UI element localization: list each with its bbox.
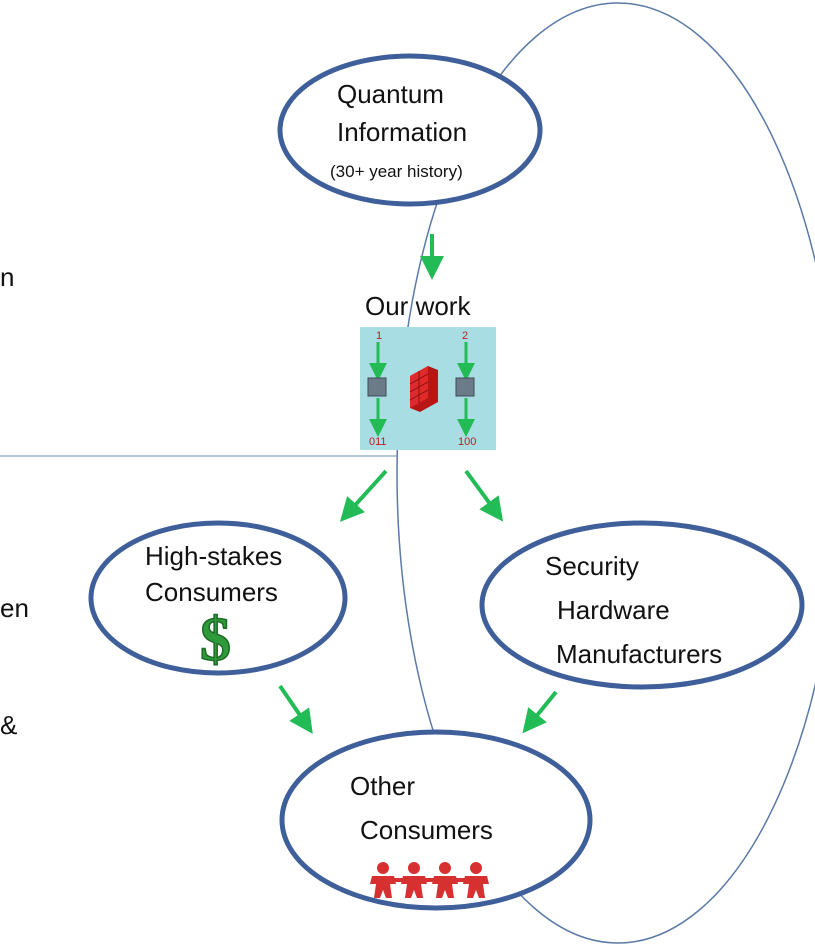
device-box-icon bbox=[367, 377, 387, 397]
people-chain-icon bbox=[370, 862, 489, 898]
high-stakes-line2: Consumers bbox=[145, 577, 278, 607]
security-line1: Security bbox=[545, 551, 639, 581]
quantum-information-node bbox=[277, 53, 543, 207]
other-line2: Consumers bbox=[360, 815, 493, 845]
quantum-subtitle: (30+ year history) bbox=[330, 162, 463, 181]
our-work-inset: 1 2 011 100 bbox=[360, 327, 496, 450]
quantum-title-line2: Information bbox=[337, 117, 468, 147]
security-hardware-node bbox=[479, 520, 805, 690]
left-fragment-2: en bbox=[0, 593, 29, 623]
dollar-glyph: $ bbox=[200, 606, 231, 674]
inset-bottom-left-number: 011 bbox=[369, 436, 387, 448]
arrow-highstakes-to-other bbox=[278, 684, 313, 734]
security-line2: Hardware bbox=[557, 595, 670, 625]
left-fragment-3: & bbox=[0, 710, 18, 740]
firewall-icon bbox=[409, 366, 438, 412]
high-stakes-node bbox=[88, 520, 348, 676]
dollar-icon: $ bbox=[199, 605, 232, 675]
other-line1: Other bbox=[350, 771, 416, 801]
arrow-work-to-highstakes bbox=[339, 469, 388, 522]
arrow-work-to-security bbox=[464, 469, 504, 522]
our-work-title: Our work bbox=[365, 291, 471, 321]
security-line3: Manufacturers bbox=[556, 639, 723, 669]
outer-ellipse bbox=[396, 2, 815, 944]
arrow-security-to-other bbox=[522, 690, 558, 734]
left-fragment-1: n bbox=[0, 262, 15, 292]
quantum-title-line1: Quantum bbox=[337, 79, 444, 109]
device-box-icon bbox=[455, 377, 475, 397]
high-stakes-line1: High-stakes bbox=[145, 541, 283, 571]
inset-top-left-number: 1 bbox=[376, 330, 382, 342]
other-consumers-node bbox=[279, 729, 593, 911]
inset-top-right-number: 2 bbox=[462, 330, 468, 342]
inset-bottom-right-number: 100 bbox=[458, 436, 476, 448]
